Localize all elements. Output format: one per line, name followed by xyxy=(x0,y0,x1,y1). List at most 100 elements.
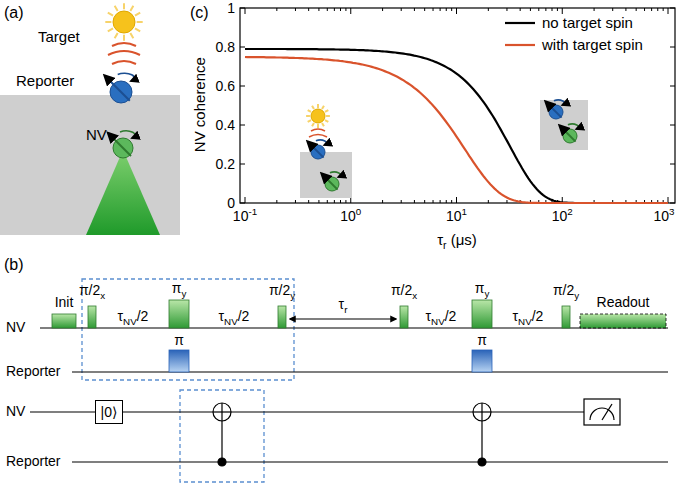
qubit-label: Reporter xyxy=(6,453,60,469)
spin-label: NV xyxy=(86,126,107,143)
panel-label: (b) xyxy=(4,256,24,274)
gate-bracket xyxy=(180,390,264,482)
precession-arrow xyxy=(120,131,135,138)
tick xyxy=(240,8,245,9)
cnot-gate xyxy=(213,403,231,466)
spin-arrow xyxy=(560,126,576,142)
state-text: |0⟩ xyxy=(101,404,118,420)
sun-ray xyxy=(308,120,311,122)
minor-tick xyxy=(433,8,434,11)
pulse-label: πy xyxy=(172,280,187,296)
tick xyxy=(245,197,246,203)
spin-arrow xyxy=(308,142,324,158)
minor-tick xyxy=(625,8,626,11)
delay-label: τNV/2 xyxy=(513,308,544,324)
tick-label: 102 xyxy=(552,208,573,224)
minor-tick xyxy=(327,8,328,11)
legend-line xyxy=(505,44,535,46)
channel-label: Reporter xyxy=(6,363,60,379)
inset-spins xyxy=(306,100,578,191)
sun-ray xyxy=(306,115,310,117)
nv-timeline xyxy=(40,327,668,328)
minor-tick xyxy=(382,8,383,11)
sun-ray xyxy=(123,35,125,41)
axis-ticks xyxy=(240,8,675,203)
minor-tick xyxy=(334,200,335,203)
init-state-box: |0⟩ xyxy=(95,400,123,424)
nv-pulses xyxy=(52,300,666,328)
pulse-label: π/2y xyxy=(269,282,295,298)
sun-ray xyxy=(105,21,111,23)
precession-arrow xyxy=(330,172,341,177)
pulse-label: π xyxy=(174,332,184,348)
panel-label: (a) xyxy=(4,4,24,22)
minor-tick xyxy=(594,8,595,11)
sun-ray xyxy=(115,33,118,38)
minor-tick xyxy=(545,8,546,11)
minor-tick xyxy=(318,200,319,203)
minor-tick xyxy=(530,8,531,11)
sun-ray xyxy=(115,6,118,11)
tick xyxy=(240,203,245,204)
tick xyxy=(562,8,563,14)
minor-tick xyxy=(451,8,452,11)
sun-ray xyxy=(322,106,324,109)
tick-label: 10-1 xyxy=(233,208,257,224)
minor-tick xyxy=(506,8,507,11)
tick xyxy=(240,86,245,87)
axis-title: τr (μs) xyxy=(437,231,477,248)
minor-tick xyxy=(340,8,341,11)
minor-tick xyxy=(636,8,637,11)
pulse-label: Init xyxy=(55,294,74,310)
delay-label: τNV/2 xyxy=(219,308,250,324)
minor-tick xyxy=(308,200,309,203)
sun-ray xyxy=(325,110,328,112)
curve-with-target xyxy=(245,57,668,203)
minor-tick xyxy=(446,8,447,11)
minor-tick xyxy=(488,200,489,203)
minor-tick xyxy=(446,200,447,203)
axis-title: NV coherence xyxy=(191,57,208,152)
minor-tick xyxy=(318,8,319,11)
minor-tick xyxy=(401,8,402,11)
minor-tick xyxy=(414,8,415,11)
tick xyxy=(240,125,245,126)
pulse-label: π/2y xyxy=(553,282,579,298)
diamond-substrate xyxy=(0,95,180,235)
pulse-label: π xyxy=(477,332,487,348)
tick-label: 0.8 xyxy=(216,39,235,55)
sun-ray xyxy=(108,28,113,31)
reporter-wire xyxy=(72,461,668,462)
tick xyxy=(670,8,675,9)
sun-ray xyxy=(130,33,133,38)
minor-tick xyxy=(663,8,664,11)
sun-ray xyxy=(123,3,125,9)
minor-tick xyxy=(644,8,645,11)
minor-tick xyxy=(506,200,507,203)
sun-ray xyxy=(312,123,314,126)
minor-tick xyxy=(651,8,652,11)
minor-tick xyxy=(657,8,658,11)
minor-tick xyxy=(424,8,425,11)
tick xyxy=(240,47,245,48)
minor-tick xyxy=(414,200,415,203)
cnot-gate xyxy=(473,403,491,466)
sun-ray xyxy=(137,21,143,23)
minor-tick xyxy=(433,200,434,203)
minor-tick xyxy=(552,8,553,11)
target-spin xyxy=(311,109,325,123)
minor-tick xyxy=(276,200,277,203)
minor-tick xyxy=(488,8,489,11)
precession-arrow xyxy=(316,140,327,145)
sun-ray xyxy=(326,115,330,117)
legend-text: with target spin xyxy=(542,36,643,53)
minor-tick xyxy=(295,200,296,203)
tick xyxy=(350,8,351,14)
tick-label: 0.4 xyxy=(216,117,235,133)
spin-label: Target xyxy=(38,28,80,45)
laser-cone xyxy=(86,150,160,235)
pulse-label: Readout xyxy=(597,294,650,310)
tick xyxy=(670,47,675,48)
sun-ray xyxy=(308,110,311,112)
precession-arrow xyxy=(118,73,135,81)
